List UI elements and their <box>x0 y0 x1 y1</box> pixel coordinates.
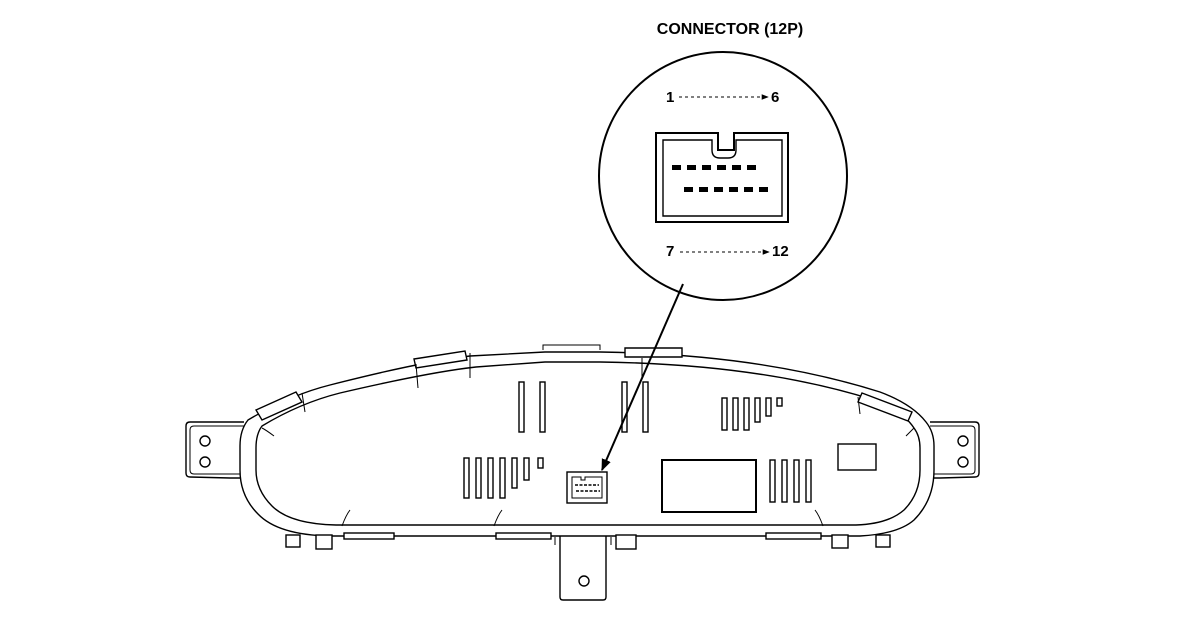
pin-label-1: 1 <box>666 89 674 106</box>
vent-slot <box>511 457 518 489</box>
housing-clip <box>343 532 395 540</box>
housing-clip <box>831 534 849 549</box>
label-plate <box>661 459 757 513</box>
housing-clip <box>285 534 301 548</box>
vent-slot <box>743 397 750 431</box>
gauge-body-outline <box>239 351 935 537</box>
mounting-hole <box>199 456 211 468</box>
pin-row-top <box>672 165 756 170</box>
vent-slot <box>793 459 800 503</box>
housing-clip <box>765 532 822 540</box>
leader-arrow <box>601 283 684 472</box>
vent-slot <box>518 381 525 433</box>
pin-row-bottom <box>684 187 768 192</box>
vent-slot <box>721 397 728 431</box>
vent-slot <box>537 457 544 469</box>
housing-clip <box>413 350 468 369</box>
vent-slot <box>754 397 761 423</box>
vent-slot <box>621 381 628 433</box>
vent-slot <box>642 381 649 433</box>
housing-clip <box>875 534 891 548</box>
vent-slot <box>805 459 812 503</box>
vent-slot <box>781 459 788 503</box>
housing-clip <box>254 391 304 421</box>
mounting-hole <box>199 435 211 447</box>
mounting-hole <box>957 435 969 447</box>
vent-slot <box>499 457 506 499</box>
mounting-hole <box>957 456 969 468</box>
body-connector <box>566 471 608 504</box>
vent-slot <box>776 397 783 407</box>
vent-slot <box>487 457 494 499</box>
vent-slot <box>765 397 772 417</box>
pin-label-6: 6 <box>771 89 779 106</box>
connector-face <box>655 132 789 223</box>
magnified-view: 1 6 7 12 <box>598 51 848 301</box>
vent-slot <box>523 457 530 481</box>
vent-slot <box>475 457 482 499</box>
vent-slot <box>769 459 776 503</box>
right-mounting-bracket <box>930 421 980 479</box>
pin-label-7: 7 <box>666 243 674 260</box>
mounting-hole <box>578 575 590 587</box>
diagram-title: CONNECTOR (12P) <box>657 21 803 38</box>
vent-slot <box>463 457 470 499</box>
bottom-mounting-tab <box>559 535 607 601</box>
small-plate <box>837 443 877 471</box>
housing-clip <box>315 534 333 550</box>
pin-label-12: 12 <box>772 243 789 260</box>
gauge-housing <box>185 344 980 601</box>
housing-clip <box>495 532 552 540</box>
housing-clip <box>857 392 913 422</box>
gauge-body-inner <box>255 361 921 526</box>
magnifier-circle <box>598 51 848 301</box>
vent-slot <box>539 381 546 433</box>
housing-clip <box>615 534 637 550</box>
left-mounting-bracket <box>185 421 244 479</box>
vent-slot <box>732 397 739 431</box>
